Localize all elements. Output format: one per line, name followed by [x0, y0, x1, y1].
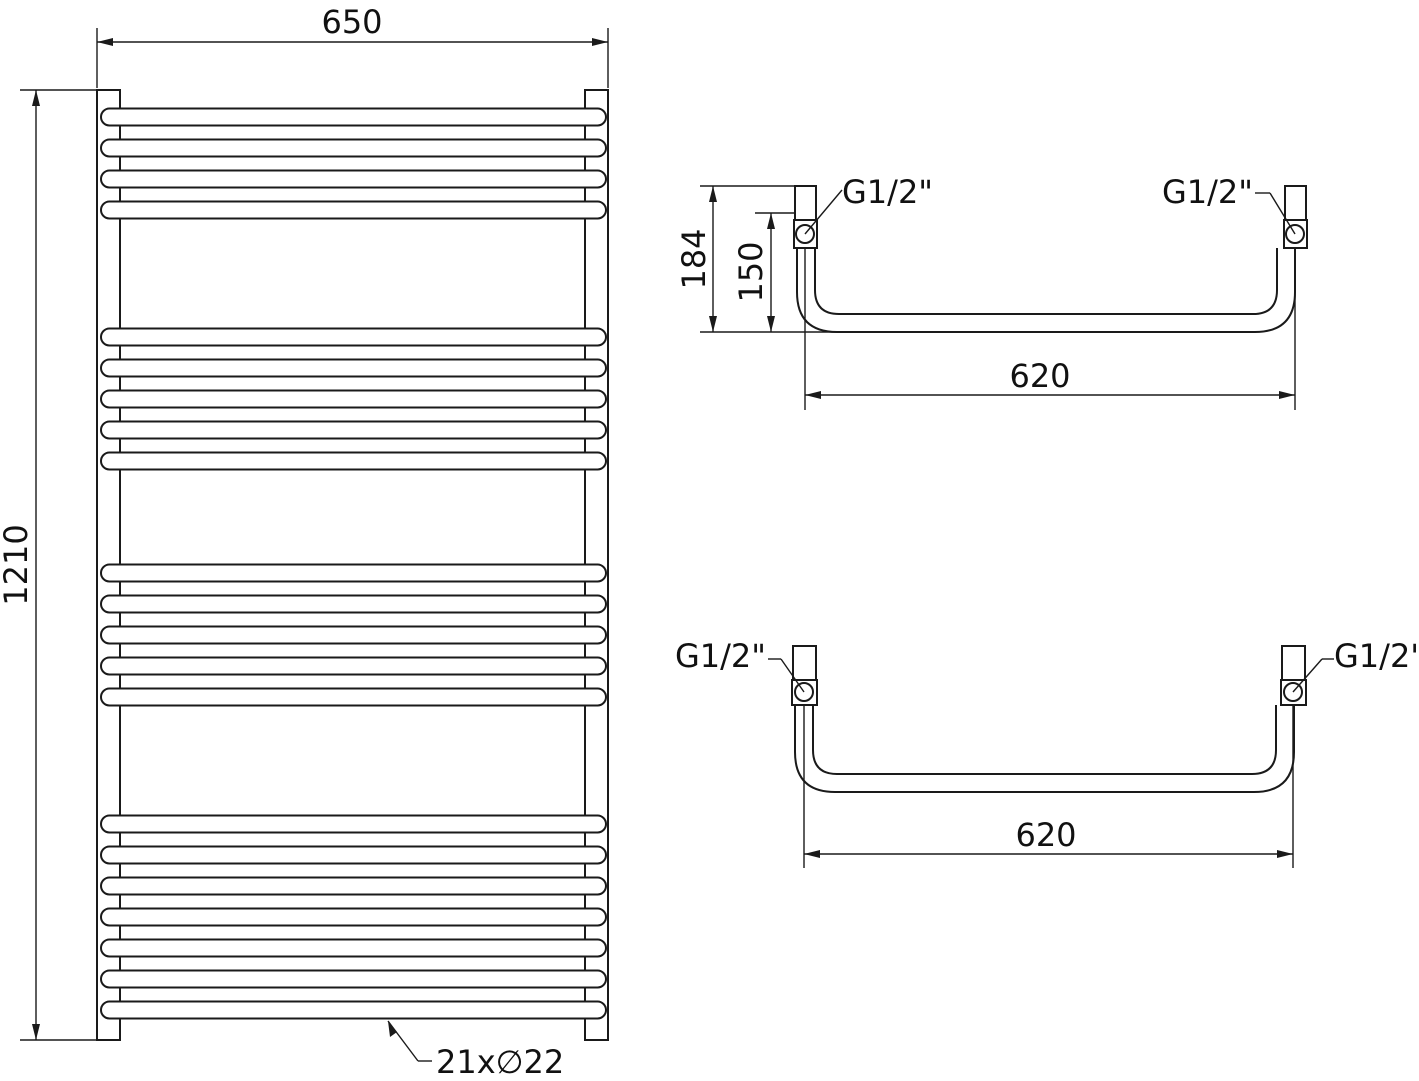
- depth-outer-dimension: 184: [675, 185, 845, 333]
- connector-right-upper: [1283, 185, 1308, 249]
- tube-bar: [100, 563, 607, 583]
- axis-width-label-upper: 620: [1009, 357, 1070, 395]
- depth-inner-dimension: 150: [732, 212, 795, 332]
- tube-bar: [100, 138, 607, 158]
- connector-right-lower: [1280, 645, 1307, 706]
- tube-bar: [100, 420, 607, 440]
- top-view-lower: G1/2" G1/2" 620: [675, 637, 1419, 868]
- tube-leader: 21x∅22: [387, 1020, 564, 1081]
- tube-bar: [100, 687, 607, 707]
- axis-width-dimension-upper: 620: [804, 248, 1296, 410]
- tube-label: 21x∅22: [436, 1043, 564, 1081]
- tube-bar: [100, 327, 607, 347]
- top-view-upper: G1/2" G1/2" 184 150 620: [675, 173, 1308, 410]
- tube-bar: [100, 969, 607, 989]
- connector-right-label-upper: G1/2": [1162, 173, 1253, 211]
- connector-left-label-lower: G1/2": [675, 637, 766, 675]
- tube-bar: [100, 107, 607, 127]
- tube-bar: [100, 938, 607, 958]
- connector-left-label-upper: G1/2": [842, 173, 933, 211]
- axis-width-label-lower: 620: [1015, 816, 1076, 854]
- front-view: 650 1210 21x∅22: [0, 3, 609, 1081]
- height-dimension: 1210: [0, 89, 120, 1041]
- width-label: 650: [321, 3, 382, 41]
- depth-outer-label: 184: [675, 228, 713, 289]
- tube-bar: [100, 358, 607, 378]
- tube-bar: [100, 594, 607, 614]
- tube-bar: [100, 656, 607, 676]
- tube-bar: [100, 451, 607, 471]
- connector-left-upper: [793, 185, 818, 249]
- connector-left-lower: [791, 645, 818, 706]
- depth-inner-label: 150: [732, 241, 770, 302]
- tube-bar: [100, 169, 607, 189]
- axis-width-dimension-lower: 620: [803, 705, 1294, 868]
- tube-bars: [100, 107, 607, 1020]
- tube-bar: [100, 625, 607, 645]
- tube-bar: [100, 1000, 607, 1020]
- connector-right-label-lower: G1/2": [1334, 637, 1419, 675]
- tube-bar: [100, 876, 607, 896]
- tube-bar: [100, 389, 607, 409]
- tube-bar: [100, 907, 607, 927]
- tube-bar: [100, 200, 607, 220]
- tube-bar: [100, 814, 607, 834]
- height-label: 1210: [0, 524, 35, 605]
- width-dimension: 650: [96, 3, 609, 88]
- tube-bar: [100, 845, 607, 865]
